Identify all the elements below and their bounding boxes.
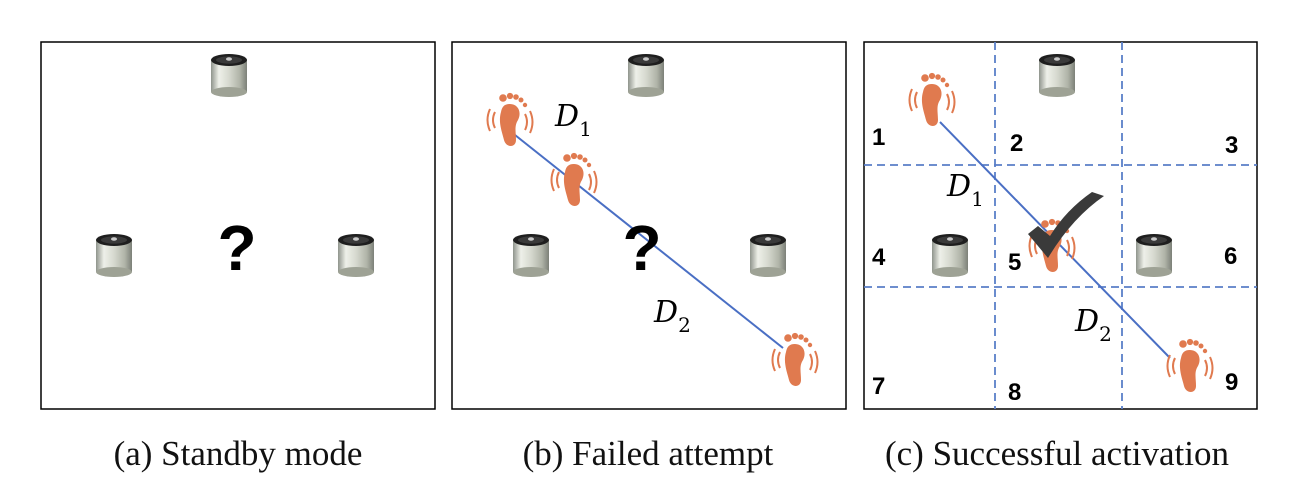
panel-a-frame <box>40 41 436 410</box>
panel-b-frame <box>451 41 847 410</box>
panel-b: ? D1 D2 <box>451 41 847 410</box>
zone-number: 7 <box>872 373 885 400</box>
sensor-icon <box>211 54 247 97</box>
zone-number: 9 <box>1225 369 1238 396</box>
distance-label-d1: D1 <box>946 169 984 211</box>
distance-label-d2: D2 <box>653 295 691 337</box>
question-mark: ? <box>217 212 256 284</box>
checkmark-icon <box>1028 192 1104 258</box>
panel-a: ? <box>40 41 436 410</box>
question-mark: ? <box>622 212 661 284</box>
zone-number: 3 <box>1225 132 1238 159</box>
caption-b: (b) Failed attempt <box>523 434 774 473</box>
distance-label-d1: D1 <box>554 99 592 141</box>
distance-label-d2: D2 <box>1074 304 1112 346</box>
sensor-icon <box>338 234 374 277</box>
zone-number: 4 <box>872 244 886 271</box>
caption-c: (c) Successful activation <box>885 434 1229 473</box>
zone-number: 2 <box>1010 130 1023 157</box>
attempt-path-line <box>514 134 784 349</box>
panel-c: 1 2 3 4 5 6 7 8 9 D1 D2 <box>863 41 1258 410</box>
zone-grid <box>864 42 1257 409</box>
sensor-icon <box>513 234 549 277</box>
zone-number: 1 <box>872 124 885 151</box>
caption-a: (a) Standby mode <box>114 434 363 473</box>
sensor-icon <box>628 54 664 97</box>
sensor-icon <box>1039 54 1075 97</box>
sensor-icon <box>1136 234 1172 277</box>
zone-number: 8 <box>1008 379 1021 406</box>
zone-number: 5 <box>1008 249 1021 276</box>
sensor-icon <box>750 234 786 277</box>
zone-number: 6 <box>1224 243 1237 270</box>
sensor-icon <box>96 234 132 277</box>
sensor-icon <box>932 234 968 277</box>
